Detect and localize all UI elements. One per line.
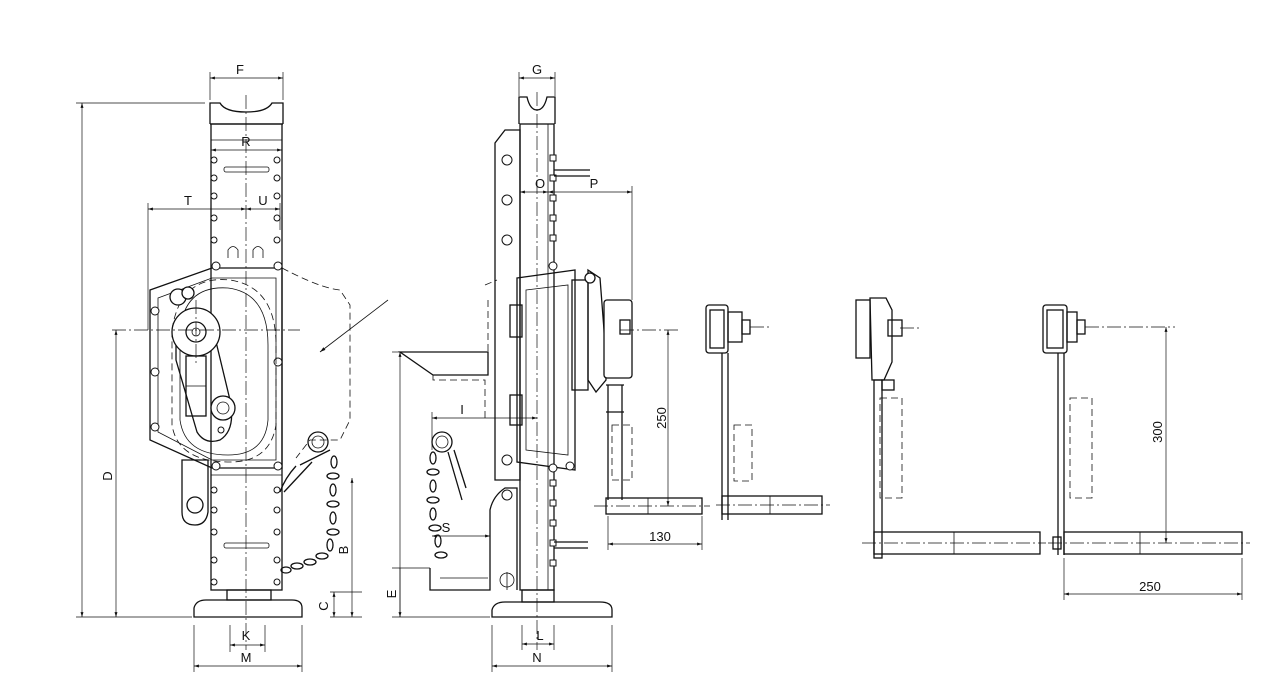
label-S: S xyxy=(442,520,451,535)
label-R: R xyxy=(241,134,250,149)
label-N: N xyxy=(532,650,541,665)
label-I: I xyxy=(460,402,464,417)
label-F: F xyxy=(236,62,244,77)
label-B: B xyxy=(336,546,351,555)
dim-300: 300 xyxy=(1150,421,1165,443)
side-teeth xyxy=(549,154,557,567)
dim-250-horizontal: 250 xyxy=(1139,579,1161,594)
crank-variant-2 xyxy=(855,297,1046,559)
crank-variant-3: 300 250 xyxy=(1042,304,1250,600)
label-U: U xyxy=(258,193,267,208)
label-G: G xyxy=(532,62,542,77)
label-K: K xyxy=(242,628,251,643)
housing-bolts xyxy=(150,261,283,471)
dim-130: 130 xyxy=(649,529,671,544)
label-T: T xyxy=(184,193,192,208)
label-M: M xyxy=(241,650,252,665)
label-D: D xyxy=(100,471,115,480)
front-view: F R T U D B C K M xyxy=(76,62,389,672)
label-E: E xyxy=(384,589,399,598)
side-chain xyxy=(426,431,467,559)
dim-250-vertical: 250 xyxy=(654,407,669,429)
crank-variant-1 xyxy=(705,304,830,520)
label-C: C xyxy=(316,601,331,610)
side-rack-holes xyxy=(501,154,513,501)
label-L: L xyxy=(536,628,543,643)
label-O: O xyxy=(535,176,545,191)
rack-rivets xyxy=(210,156,281,586)
front-chain xyxy=(279,431,340,574)
label-P: P xyxy=(590,176,599,191)
side-view: G O P I S E L N 250 130 xyxy=(384,62,710,672)
